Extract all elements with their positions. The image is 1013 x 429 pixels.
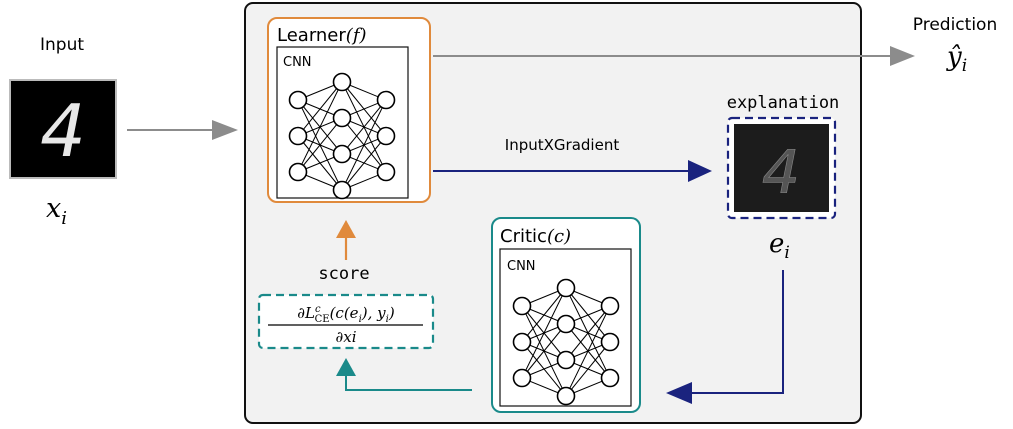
network-edge — [565, 341, 611, 397]
learner-title: Learner(f) — [277, 25, 367, 46]
explanation-symbol: ei — [769, 229, 790, 263]
network-node — [512, 296, 532, 316]
network-edge — [521, 323, 567, 379]
input-symbol: xi — [46, 193, 67, 229]
network-node — [556, 278, 576, 298]
critic-input-arrow — [666, 270, 784, 404]
network-node — [288, 126, 308, 146]
network-node — [288, 90, 308, 110]
network-edge — [297, 81, 343, 137]
network-node — [600, 332, 620, 352]
network-node — [376, 162, 396, 182]
explanation-image: 4 — [734, 124, 829, 212]
network-node — [556, 314, 576, 334]
prediction-label: Prediction — [913, 15, 997, 35]
input-label: Input — [40, 35, 84, 55]
prediction-arrow — [433, 46, 915, 66]
network-node — [332, 180, 352, 200]
input-image: 4 — [9, 79, 117, 179]
network-node — [332, 144, 352, 164]
explanation-label: explanation — [727, 93, 840, 113]
network-edge — [297, 117, 343, 173]
network-edge — [341, 135, 387, 191]
network-node — [556, 350, 576, 370]
network-node — [332, 72, 352, 92]
network-edge — [521, 287, 567, 343]
learner-feedback-arrow — [336, 220, 356, 260]
network-node — [376, 126, 396, 146]
critic-cnn-label: CNN — [507, 259, 536, 274]
method-arrow — [433, 160, 712, 182]
score-denominator: ∂xi — [335, 328, 356, 346]
learner-cnn-label: CNN — [283, 55, 312, 70]
network-node — [288, 162, 308, 182]
input-digit: 4 — [40, 89, 86, 173]
critic-network — [512, 278, 620, 406]
network-node — [600, 368, 620, 388]
input-arrow — [127, 120, 238, 140]
network-edge — [341, 99, 387, 191]
network-node — [512, 368, 532, 388]
network-node — [600, 296, 620, 316]
network-node — [332, 108, 352, 128]
score-input-arrow — [336, 358, 472, 391]
network-edge — [521, 287, 567, 379]
score-label: score — [318, 264, 369, 284]
network-node — [512, 332, 532, 352]
network-edge — [341, 99, 387, 155]
critic-title: Critic(c) — [500, 226, 571, 247]
score-frame — [257, 293, 435, 350]
network-edge — [297, 81, 343, 173]
network-edge — [565, 305, 611, 361]
explanation-digit: 4 — [762, 138, 800, 208]
prediction-symbol: ŷi — [946, 42, 967, 76]
learner-network — [288, 72, 396, 200]
network-node — [556, 386, 576, 406]
network-edge — [565, 305, 611, 397]
method-label: InputXGradient — [505, 136, 620, 154]
network-node — [376, 90, 396, 110]
